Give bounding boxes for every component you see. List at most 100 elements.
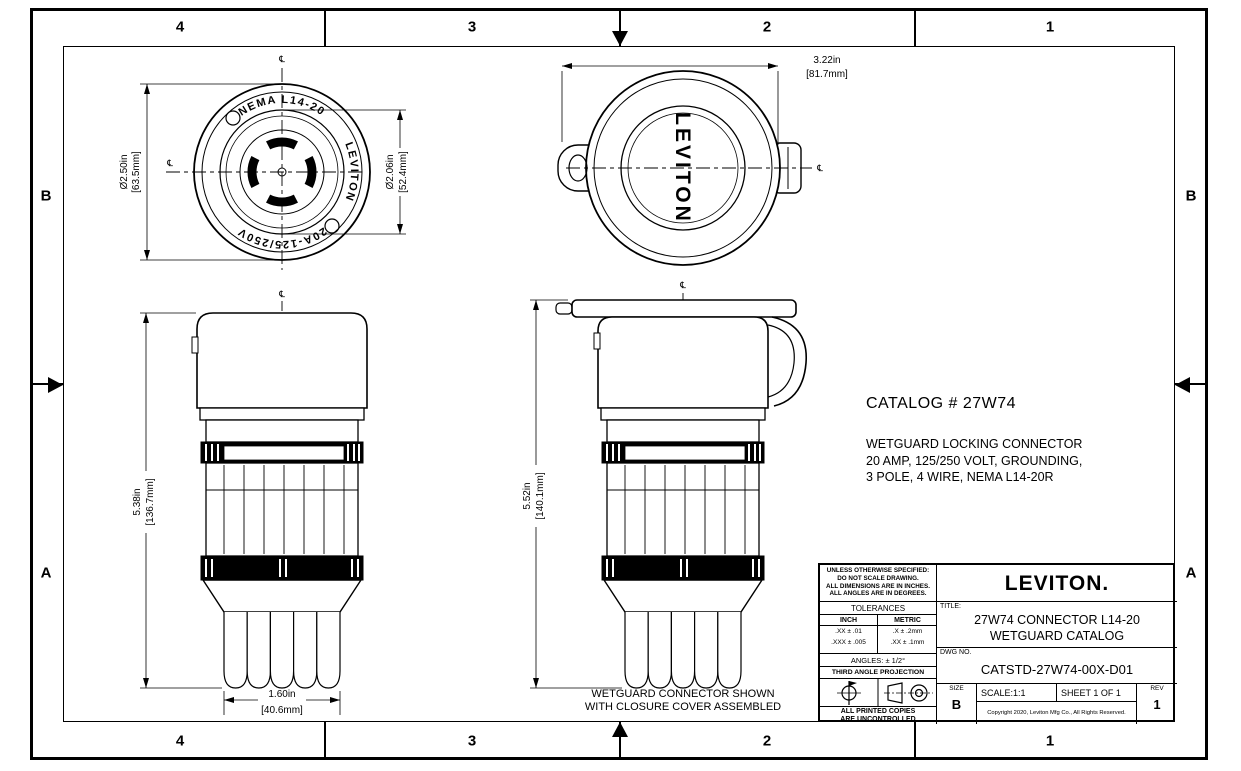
copyright-note: Copyright 2020, Leviton Mfg Co., All Rig… — [977, 702, 1137, 724]
zone-label: 1 — [1045, 732, 1055, 750]
centerline-symbol: ℄ — [278, 289, 285, 299]
connector-body-with-cover — [555, 299, 807, 689]
zone-label: 4 — [175, 732, 185, 750]
zone-tick — [324, 8, 326, 46]
sheet-cell: SHEET 1 OF 1 — [1057, 684, 1137, 702]
dim-body-height — [140, 312, 222, 689]
third-angle-projection-symbol — [837, 679, 933, 707]
cover-tab — [555, 302, 573, 315]
size-cell: SIZE B — [937, 684, 977, 724]
tolerance-inch-column: INCH .XX ± .01 .XXX ± .005 — [820, 615, 878, 653]
drawing-title-line1: 27W74 CONNECTOR L14-20 — [974, 613, 1140, 627]
drawing-number-cell: DWG NO. CATSTD-27W74-00X-D01 — [937, 648, 1177, 684]
size-label: SIZE — [949, 685, 964, 692]
centerline-symbol: ℄ — [679, 280, 686, 290]
cord-grip-flutes — [223, 612, 341, 689]
cover-side-view: ℄ — [522, 280, 807, 689]
catalog-description: WETGUARD LOCKING CONNECTOR 20 AMP, 125/2… — [866, 436, 1082, 486]
size-value: B — [951, 697, 962, 712]
zone-label: A — [40, 564, 52, 582]
catalog-heading: CATALOG # 27W74 — [866, 395, 1017, 412]
dim-assembled-height-in: 5.52in — [522, 482, 533, 509]
catalog-description-line1: WETGUARD LOCKING CONNECTOR — [866, 437, 1083, 451]
dim-inner-in: Ø2.06in — [385, 154, 396, 189]
label-window — [624, 445, 746, 461]
knurl-band-lower — [601, 555, 765, 581]
projection-cone-icon — [884, 682, 933, 704]
cord-grip-flutes — [624, 612, 742, 689]
knurl-band-lower — [200, 555, 364, 581]
zone-tick — [914, 8, 916, 46]
title-block: UNLESS OTHERWISE SPECIFIED: DO NOT SCALE… — [818, 563, 1177, 724]
center-mark-left-icon — [48, 377, 63, 393]
datum-symbol-icon — [837, 681, 861, 705]
rev-value: 1 — [1153, 697, 1161, 712]
zone-label: 2 — [762, 18, 772, 36]
center-mark-right-icon — [1175, 377, 1190, 393]
front-view-centerlines — [166, 68, 362, 270]
zone-tick — [324, 722, 326, 760]
dim-outer-diameter — [140, 83, 286, 261]
brand-logo: LEVITON. — [937, 565, 1177, 602]
dim-body-width-in: 1.60in — [268, 689, 295, 700]
tolerances-table: INCH .XX ± .01 .XXX ± .005 METRIC .X ± .… — [820, 615, 937, 654]
dim-assembled-height — [530, 299, 622, 689]
center-mark-top-icon — [612, 31, 628, 46]
catalog-description-line3: 3 POLE, 4 WIRE, NEMA L14-20R — [866, 470, 1054, 484]
cover-brand-label: LEVITON — [671, 112, 694, 224]
centerline-symbol: ℄ — [166, 158, 173, 168]
general-notes: UNLESS OTHERWISE SPECIFIED: DO NOT SCALE… — [820, 565, 937, 602]
dim-outer-in: Ø2.50in — [119, 154, 130, 189]
zone-label: 3 — [467, 732, 477, 750]
catalog-description-line2: 20 AMP, 125/250 VOLT, GROUNDING, — [866, 453, 1083, 468]
spec-line: DO NOT SCALE DRAWING. — [837, 574, 919, 582]
dim-cover-width — [561, 63, 779, 145]
uncontrolled-line2: ARE UNCONTROLLED — [840, 716, 916, 723]
drawing-title-line2: WETGUARD CATALOG — [989, 629, 1125, 643]
metric-header: METRIC — [878, 615, 937, 626]
zone-label: B — [40, 187, 52, 205]
drawing-title-cell: TITLE: 27W74 CONNECTOR L14-20 WETGUARD C… — [937, 602, 1177, 648]
dim-body-height-mm: [136.7mm] — [145, 478, 156, 525]
view-caption-line1: WETGUARD CONNECTOR SHOWN — [591, 688, 775, 700]
dim-body-height-in: 5.38in — [132, 488, 143, 515]
rev-cell: REV 1 — [1137, 684, 1177, 724]
zone-tick — [1175, 383, 1208, 385]
inch-row: .XX ± .01 — [835, 628, 862, 635]
angles-tolerance: ANGLES: ± 1/2° — [820, 654, 937, 667]
face-marking-right: LEVITON — [342, 141, 360, 204]
uncontrolled-line1: ALL PRINTED COPIES — [840, 708, 916, 715]
metric-row: .X ± .2mm — [892, 628, 923, 635]
sheet-inner-border — [63, 46, 1175, 722]
metric-row: .XX ± .1mm — [890, 639, 925, 646]
projection-label: THIRD ANGLE PROJECTION — [820, 667, 937, 679]
zone-label: 3 — [467, 18, 477, 36]
inch-row: .XXX ± .005 — [831, 639, 866, 646]
assembly-hole — [324, 218, 340, 234]
top-view: ℄ LEVITON 3.22in [81.7mm] — [557, 55, 848, 266]
label-window — [223, 445, 345, 461]
inch-header: INCH — [820, 615, 877, 626]
closure-cover-plate — [571, 299, 797, 318]
title-label: TITLE: — [940, 603, 962, 610]
dim-inner-diameter — [282, 109, 406, 235]
spec-line: UNLESS OTHERWISE SPECIFIED: — [826, 567, 930, 574]
projection-symbols — [820, 679, 937, 707]
centerline-symbol: ℄ — [278, 54, 285, 64]
zone-tick — [30, 383, 63, 385]
assembly-hole — [225, 110, 241, 126]
dim-cover-width-mm: [81.7mm] — [806, 69, 848, 80]
dim-outer-mm: [63.5mm] — [131, 151, 142, 193]
uncontrolled-note: ALL PRINTED COPIES ARE UNCONTROLLED — [820, 707, 937, 724]
blade-slots — [247, 137, 317, 207]
connector-body — [191, 312, 368, 689]
dim-cover-width-in: 3.22in — [813, 55, 840, 66]
rev-label: REV — [1150, 685, 1164, 692]
zone-label: 4 — [175, 18, 185, 36]
zone-label: 2 — [762, 732, 772, 750]
dim-assembled-height-mm: [140.1mm] — [535, 472, 546, 519]
dim-inner-mm: [52.4mm] — [398, 151, 409, 193]
zone-label: A — [1185, 564, 1197, 582]
dim-body-width — [223, 691, 341, 715]
